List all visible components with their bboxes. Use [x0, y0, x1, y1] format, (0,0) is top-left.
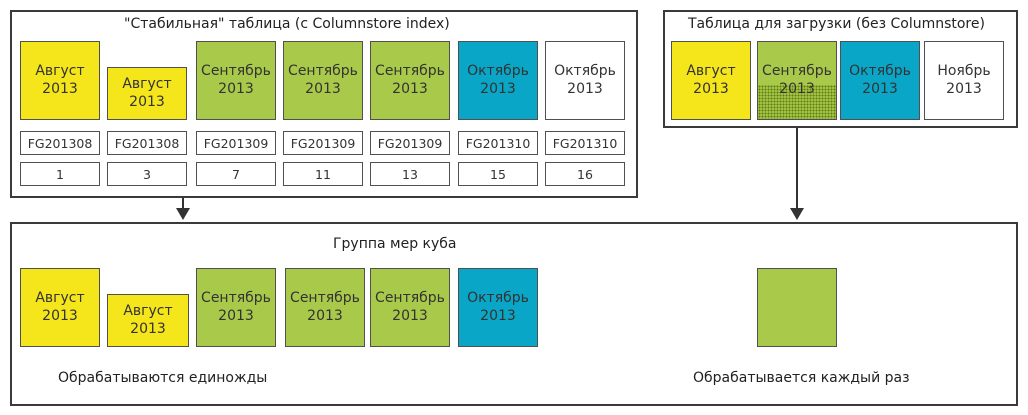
mg-block-aug-2: Август 2013: [107, 294, 189, 347]
load-block-oct: Октябрь 2013: [840, 41, 920, 120]
loading-hatch-pattern: [758, 85, 836, 119]
mg-block-aug-1: Август 2013: [20, 268, 100, 347]
processed-once-label: Обрабатываются единожды: [58, 370, 268, 386]
partition-number-cell: 1: [20, 162, 100, 186]
partition-number-cell: 3: [107, 162, 187, 186]
partition-number-cell: 11: [283, 162, 363, 186]
partition-number-cell: 16: [545, 162, 625, 186]
mg-block-each-time: [757, 268, 837, 347]
load-block-nov: Ноябрь 2013: [924, 41, 1004, 120]
filegroup-cell: FG201310: [458, 131, 538, 155]
load-block-sep: Сентябрь 2013: [757, 41, 837, 120]
mg-block-oct: Октябрь 2013: [458, 268, 538, 347]
arrow-stable-to-measure-group: [176, 198, 190, 220]
partition-number-cell: 15: [458, 162, 538, 186]
filegroup-cell: FG201310: [545, 131, 625, 155]
stable-block-sep-2: Сентябрь 2013: [283, 41, 363, 120]
load-block-sep-label: Сентябрь 2013: [762, 63, 832, 97]
measure-group-title: Группа мер куба: [333, 236, 457, 252]
mg-block-sep-2: Сентябрь 2013: [285, 268, 365, 347]
stable-block-oct-1: Октябрь 2013: [458, 41, 538, 120]
filegroup-cell: FG201309: [370, 131, 450, 155]
stable-block-sep-3: Сентябрь 2013: [370, 41, 450, 120]
processed-each-time-label: Обрабатывается каждый раз: [693, 370, 910, 386]
load-table-title: Таблица для загрузки (без Columnstore): [688, 16, 985, 32]
filegroup-cell: FG201309: [283, 131, 363, 155]
filegroup-cell: FG201308: [107, 131, 187, 155]
stable-table-title: "Стабильная" таблица (с Columnstore inde…: [124, 16, 450, 32]
mg-block-sep-1: Сентябрь 2013: [196, 268, 276, 347]
mg-block-sep-3: Сентябрь 2013: [370, 268, 450, 347]
load-block-aug: Август 2013: [671, 41, 751, 120]
stable-block-aug-1: Август 2013: [20, 41, 100, 120]
filegroup-cell: FG201309: [196, 131, 276, 155]
stable-block-sep-1: Сентябрь 2013: [196, 41, 276, 120]
stable-block-oct-2: Октябрь 2013: [545, 41, 625, 120]
partition-number-cell: 13: [370, 162, 450, 186]
stable-block-aug-2: Август 2013: [107, 67, 187, 120]
partition-number-cell: 7: [196, 162, 276, 186]
arrow-load-to-measure-group: [790, 128, 804, 220]
filegroup-cell: FG201308: [20, 131, 100, 155]
